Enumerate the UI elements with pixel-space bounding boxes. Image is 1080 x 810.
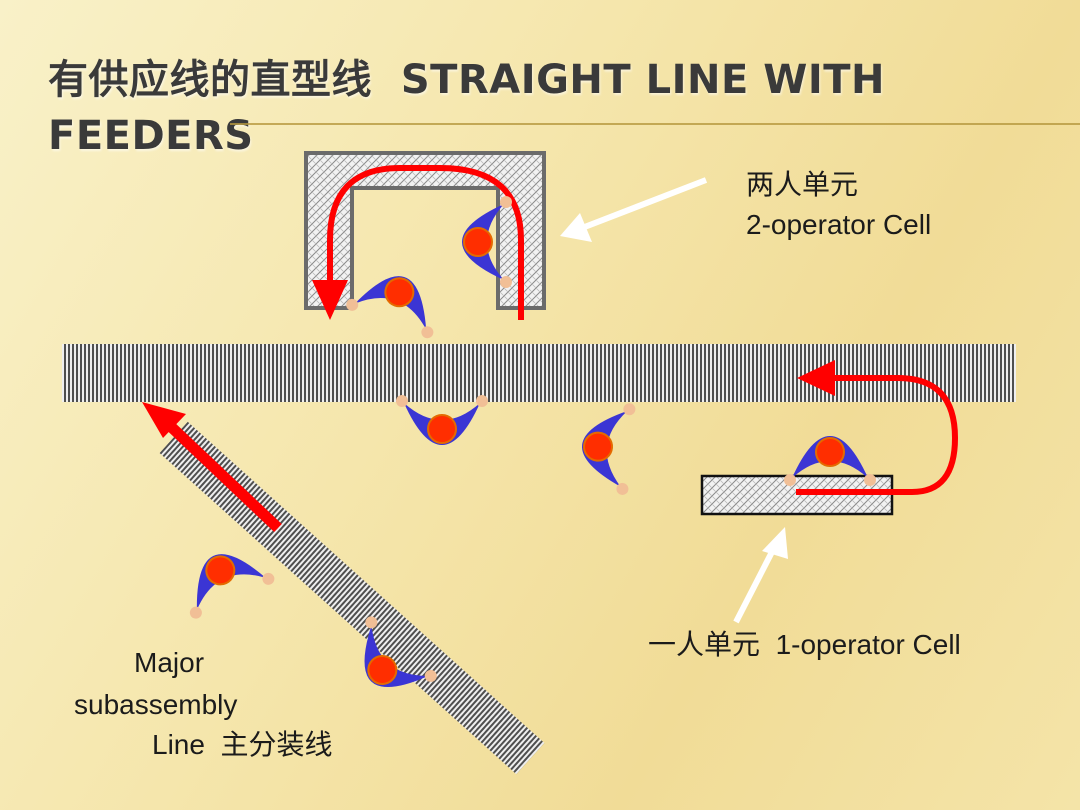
two-operator-label-zh: 两人单元 — [746, 168, 859, 201]
major-label-line3-zh: 主分装线 — [220, 728, 333, 761]
operator-u-cell-left — [343, 260, 450, 341]
one-operator-label-zh: 一人单元 — [648, 628, 761, 661]
title-english-line2: FEEDERS — [48, 113, 254, 159]
major-label-line3-en: Line — [152, 729, 205, 760]
major-line-arrowhead — [142, 402, 186, 438]
title-english-line1: STRAIGHT LINE WITH — [400, 57, 885, 103]
one-operator-label: 一人单元 1-operator Cell — [648, 628, 1068, 662]
major-label-line3: Line 主分装线 — [74, 728, 404, 762]
slide-title: 有供应线的直型线 STRAIGHT LINE WITH FEEDERS — [48, 52, 948, 164]
major-label-line1: Major — [134, 647, 205, 678]
one-operator-pointer — [733, 546, 777, 624]
two-operator-pointer-head — [560, 213, 592, 242]
two-operator-label-en: 2-operator Cell — [746, 209, 932, 240]
operator-major-line-left — [170, 535, 278, 622]
major-subassembly-label: Major subassembly Line 主分装线 — [74, 646, 404, 762]
one-cell-arrowhead — [797, 360, 835, 396]
two-operator-label: 两人单元 2-operator Cell — [746, 168, 1066, 242]
title-chinese: 有供应线的直型线 — [48, 57, 372, 103]
main-straight-line — [62, 344, 1016, 402]
one-operator-label-en: 1-operator Cell — [775, 629, 961, 660]
one-operator-pointer-head — [762, 527, 788, 559]
major-label-line2: subassembly — [74, 689, 238, 720]
u-cell-arrowhead — [312, 280, 348, 320]
operator-main-line — [395, 394, 489, 446]
title-rule — [230, 123, 1080, 125]
two-operator-pointer — [580, 177, 708, 231]
operator-main-line-side — [577, 398, 637, 497]
major-line-flow-arrow — [161, 417, 282, 532]
one-cell-flow-arrow — [796, 375, 959, 495]
u-cell-flow-arrow — [327, 165, 524, 320]
